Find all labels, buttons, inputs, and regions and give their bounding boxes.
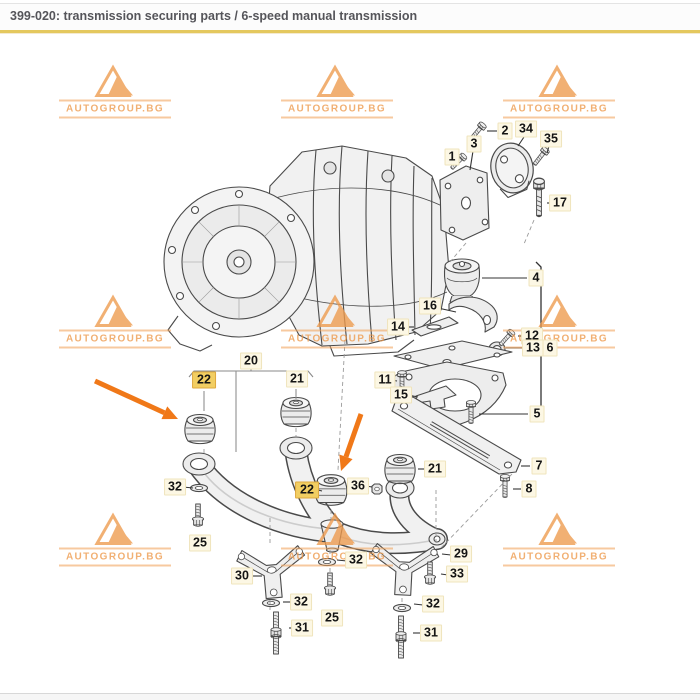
support-strut-drawing	[391, 396, 522, 499]
part-label-11[interactable]: 11	[374, 371, 396, 389]
part-label-4[interactable]: 4	[528, 269, 544, 287]
part-label-14[interactable]: 14	[387, 318, 409, 336]
part-label-32[interactable]: 32	[164, 478, 186, 496]
part-label-32[interactable]: 32	[290, 593, 312, 611]
part-label-32[interactable]: 32	[422, 595, 444, 613]
part-label-2[interactable]: 2	[497, 122, 513, 140]
construction-lines	[203, 219, 535, 610]
part-label-29[interactable]: 29	[450, 545, 472, 563]
part-label-21[interactable]: 21	[424, 460, 446, 478]
page-header: 399-020: transmission securing parts / 6…	[0, 4, 700, 30]
part-label-17[interactable]: 17	[549, 194, 571, 212]
part-label-6[interactable]: 6	[542, 339, 558, 357]
part-label-3[interactable]: 3	[466, 135, 482, 153]
part-label-16[interactable]: 16	[419, 297, 441, 315]
part-label-22[interactable]: 22	[295, 481, 319, 499]
part-label-22[interactable]: 22	[192, 371, 216, 389]
part-label-31[interactable]: 31	[291, 619, 313, 637]
part-label-25[interactable]: 25	[321, 609, 343, 627]
part-label-13[interactable]: 13	[522, 339, 544, 357]
part-label-7[interactable]: 7	[531, 457, 547, 475]
part-label-34[interactable]: 34	[515, 120, 537, 138]
part-label-21[interactable]: 21	[286, 370, 308, 388]
part-label-32[interactable]: 32	[345, 551, 367, 569]
part-label-5[interactable]: 5	[529, 405, 545, 423]
page-title: 399-020: transmission securing parts / 6…	[10, 9, 418, 23]
header-accent-divider	[0, 30, 700, 34]
part-label-15[interactable]: 15	[390, 386, 412, 404]
transmission-drawing	[163, 145, 450, 357]
part-label-33[interactable]: 33	[446, 565, 468, 583]
side-bracket-drawing	[439, 120, 551, 241]
top-divider	[0, 3, 700, 4]
bottom-divider	[0, 693, 700, 700]
part-label-35[interactable]: 35	[540, 130, 562, 148]
part-label-25[interactable]: 25	[189, 534, 211, 552]
part-label-1[interactable]: 1	[444, 148, 460, 166]
part-label-36[interactable]: 36	[347, 477, 369, 495]
part-label-30[interactable]: 30	[231, 567, 253, 585]
part-label-31[interactable]: 31	[420, 624, 442, 642]
part-label-8[interactable]: 8	[521, 480, 537, 498]
part-label-20[interactable]: 20	[240, 352, 262, 370]
